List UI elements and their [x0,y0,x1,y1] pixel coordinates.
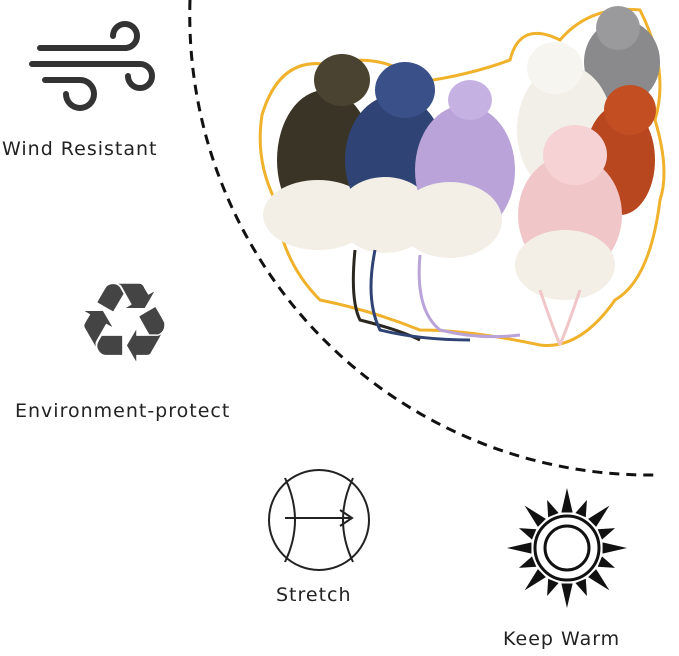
sun-icon [507,488,627,608]
wind-icon [29,21,155,111]
sun-ray [575,578,587,597]
sun-ray [524,505,546,527]
stretch-icon [268,469,370,571]
sun-ray [547,578,559,597]
sun-ray [597,528,616,540]
sun-ray [524,569,546,591]
dashed-arc-divider [188,0,656,477]
sun-ray [518,556,537,568]
recycle-icon: ♻ [75,259,174,387]
feature-label-wind-resistant: Wind Resistant [2,138,158,160]
feature-label-environment-protect: Environment-protect [15,400,231,422]
sun-ray [507,542,532,554]
sun-ray [588,505,610,527]
sun-ray [602,542,627,554]
feature-label-keep-warm: Keep Warm [503,628,621,650]
feature-label-stretch: Stretch [276,584,352,606]
sun-ray [518,528,537,540]
sun-ray [575,499,587,518]
sun-ray [561,583,573,608]
sun-ray [588,569,610,591]
product-image-hats [258,6,666,347]
sun-ray [597,556,616,568]
sun-ray [561,488,573,513]
sun-ray [547,499,559,518]
